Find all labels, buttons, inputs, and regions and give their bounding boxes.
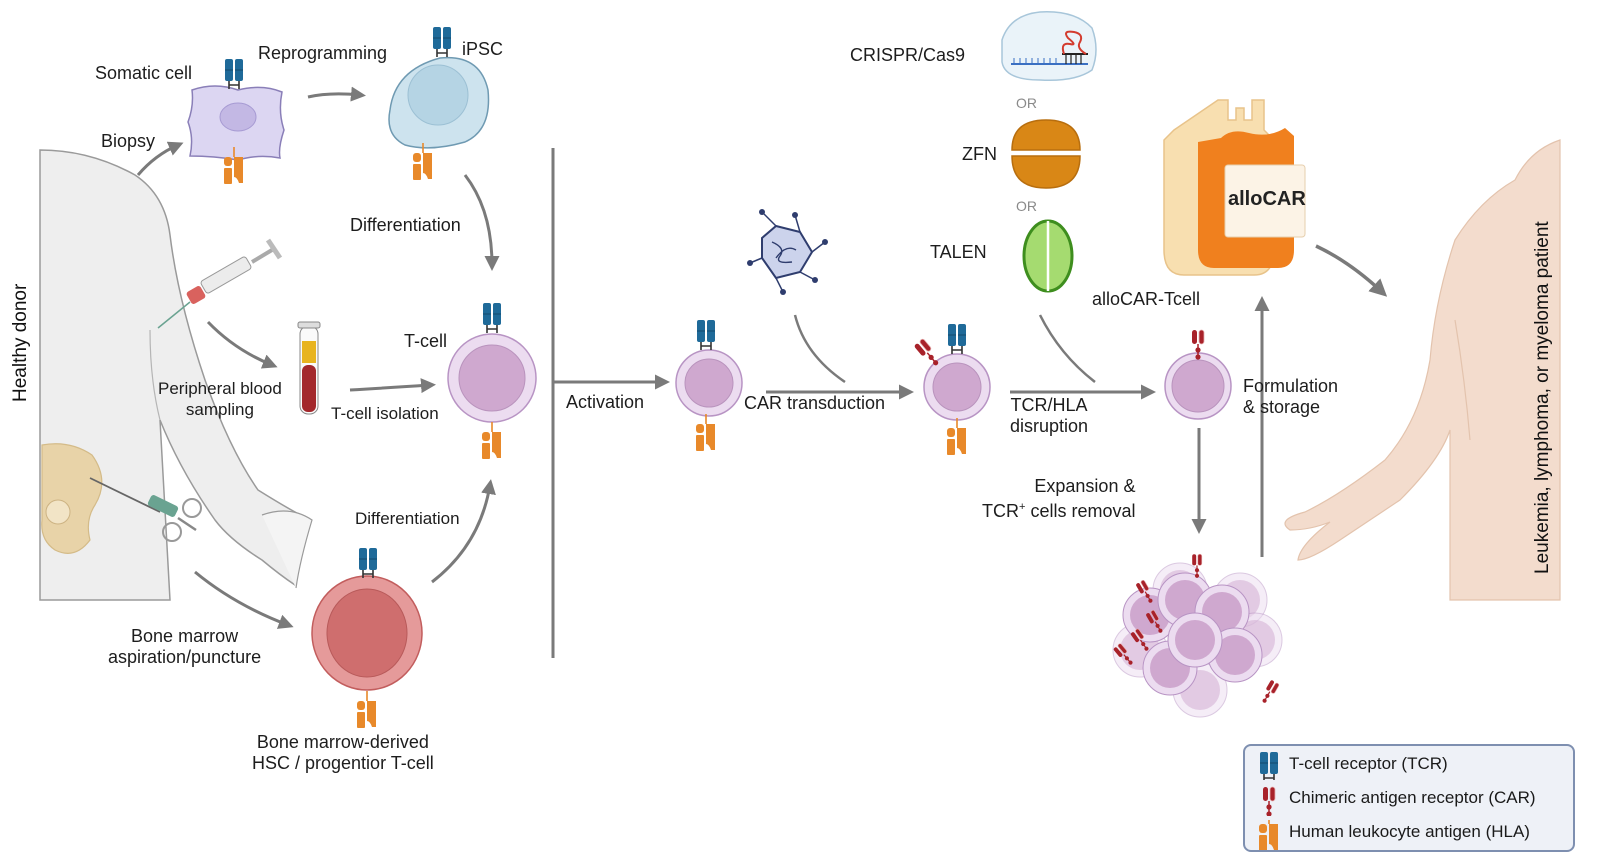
label-tcr-hla-line1: TCR/HLA xyxy=(1010,395,1088,415)
zfn-icon xyxy=(1011,119,1081,189)
flow-arrows-left xyxy=(136,86,500,629)
legend-label-hla: Human leukocyte antigen (HLA) xyxy=(1289,822,1530,841)
label-allocar-bag: alloCAR xyxy=(1228,188,1306,210)
label-tcell: T-cell xyxy=(404,331,448,351)
label-or-2: OR xyxy=(1016,198,1037,214)
label-car-transduction: CAR transduction xyxy=(744,393,886,413)
label-reprogramming: Reprogramming xyxy=(258,43,388,63)
somatic-cell xyxy=(187,58,285,185)
source-tcell xyxy=(447,302,537,460)
bone-marrow-needle-icon xyxy=(89,477,202,542)
label-tcr-hla-line2: disruption xyxy=(1010,416,1089,436)
arrow-tcell-isolation xyxy=(349,378,436,394)
hsc-cell xyxy=(311,547,423,729)
label-bone-marrow: Bone marrow aspiration/puncture xyxy=(108,626,261,668)
legend-label-tcr: T-cell receptor (TCR) xyxy=(1289,754,1448,773)
label-hsc-line1: Bone marrow-derived xyxy=(256,732,429,752)
label-formulation-storage: Formulation & storage xyxy=(1243,376,1338,418)
arrow-differentiation-top xyxy=(463,174,500,271)
label-cells-removal-text: cells removal xyxy=(1025,501,1136,521)
label-formulation-line2: & storage xyxy=(1243,397,1321,417)
car-icon xyxy=(1258,678,1281,706)
activated-tcell xyxy=(675,319,743,452)
viral-vector-icon xyxy=(747,209,828,295)
label-differentiation-bottom: Differentiation xyxy=(355,509,460,528)
arrow-differentiation-bottom xyxy=(431,479,496,584)
label-crispr-cas9: CRISPR/Cas9 xyxy=(850,45,966,65)
hla-icon xyxy=(1259,820,1279,850)
ipsc-cell xyxy=(388,26,490,181)
cluster-cell-nucleus xyxy=(1175,620,1215,660)
legend-item-car: Chimeric antigen receptor (CAR) xyxy=(1245,784,1573,816)
donor-section-label: Healthy donor xyxy=(10,283,31,402)
label-tcr-superscript: + xyxy=(1019,501,1026,513)
vector-join-line xyxy=(793,314,846,384)
pelvis-bone-icon xyxy=(41,443,103,554)
label-somatic-cell: Somatic cell xyxy=(95,63,193,83)
label-peripheral-blood: Peripheral blood sampling xyxy=(158,378,282,420)
label-bone-marrow-line1: Bone marrow xyxy=(131,626,239,646)
label-allocar-tcell: alloCAR-Tcell xyxy=(1092,289,1201,309)
legend-item-tcr: T-cell receptor (TCR) xyxy=(1245,750,1573,780)
blood-tube-icon xyxy=(297,321,321,415)
label-or-1: OR xyxy=(1016,95,1037,111)
arrow-reprogramming xyxy=(307,86,366,102)
label-talen: TALEN xyxy=(930,242,987,262)
label-zfn: ZFN xyxy=(962,144,997,164)
label-bone-marrow-line2: aspiration/puncture xyxy=(108,647,262,667)
syringe-icon xyxy=(157,238,283,329)
arrow-infusion xyxy=(1315,244,1388,297)
arrow-blood-sampling xyxy=(206,320,278,369)
label-differentiation-top: Differentiation xyxy=(350,215,461,235)
expanded-cell-cluster xyxy=(1112,553,1283,718)
label-peripheral-blood-line2: sampling xyxy=(185,400,254,419)
label-tcr-hla-disruption: TCR/HLA disruption xyxy=(1010,395,1088,437)
cluster-cell-nucleus xyxy=(1215,635,1255,675)
label-peripheral-blood-line1: Peripheral blood xyxy=(158,379,282,398)
car-icon xyxy=(1262,786,1276,816)
talen-icon xyxy=(1022,219,1074,293)
label-expansion-line2: TCR+ cells removal xyxy=(982,501,1135,521)
patient-section-label: Leukemia, lymphoma, or myeloma patient xyxy=(1532,221,1553,574)
label-hsc-line2: HSC / progentior T-cell xyxy=(252,753,434,773)
legend: T-cell receptor (TCR) Chimeric antigen r… xyxy=(1243,744,1575,852)
label-expansion-line1: Expansion & xyxy=(1034,476,1136,496)
label-hsc: Bone marrow-derived HSC / progentior T-c… xyxy=(252,732,434,774)
patient-body-illustration xyxy=(1284,139,1561,601)
arrow-biopsy xyxy=(136,141,184,176)
crispr-cas9-icon xyxy=(1001,11,1097,82)
label-formulation-line1: Formulation xyxy=(1243,376,1339,396)
label-activation: Activation xyxy=(566,392,645,412)
arrow-bone-marrow xyxy=(194,570,294,629)
label-expansion: Expansion & TCR+ cells removal xyxy=(982,476,1135,522)
tcr-icon xyxy=(1259,752,1279,780)
car-transduced-tcell xyxy=(912,323,991,456)
editor-join-line xyxy=(1038,314,1096,383)
label-ipsc: iPSC xyxy=(462,39,504,59)
allocar-bag-icon xyxy=(1163,99,1306,276)
legend-item-hla: Human leukocyte antigen (HLA) xyxy=(1245,818,1573,850)
label-biopsy: Biopsy xyxy=(101,131,156,151)
allocar-tcell xyxy=(1164,329,1232,420)
label-tcell-isolation: T-cell isolation xyxy=(331,404,439,423)
legend-label-car: Chimeric antigen receptor (CAR) xyxy=(1289,788,1536,807)
label-tcr-text: TCR xyxy=(982,501,1019,521)
